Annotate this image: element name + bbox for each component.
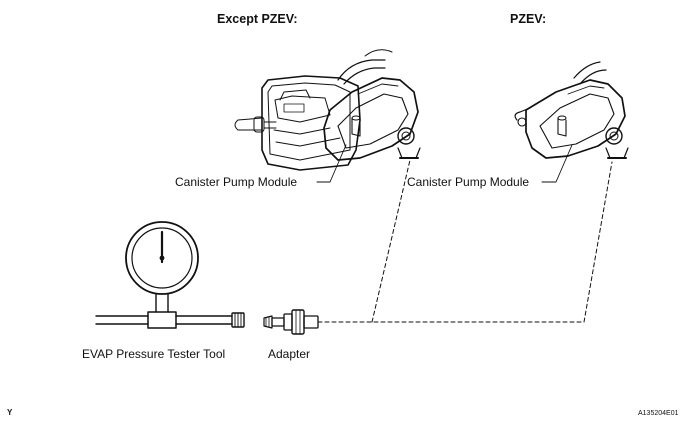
label-canister-pump-module-left: Canister Pump Module xyxy=(175,175,298,189)
canister-pump-module-except-pzev xyxy=(234,49,421,171)
heading-except-pzev: Except PZEV: xyxy=(217,12,298,26)
adapter-fitting xyxy=(263,309,319,335)
canister-pump-module-pzev xyxy=(514,61,629,159)
label-canister-pump-module-right: Canister Pump Module xyxy=(407,175,530,189)
label-adapter: Adapter xyxy=(268,347,311,361)
footer-left-mark: Y xyxy=(7,408,13,417)
heading-pzev: PZEV: xyxy=(510,12,547,26)
leader-line-right xyxy=(541,144,573,183)
evap-pressure-tester-tool xyxy=(95,221,245,329)
leader-line-left xyxy=(316,144,347,183)
connection-lines xyxy=(317,159,613,323)
label-evap-pressure-tester-tool: EVAP Pressure Tester Tool xyxy=(82,347,226,361)
figure-id: A135204E01 xyxy=(638,410,679,417)
